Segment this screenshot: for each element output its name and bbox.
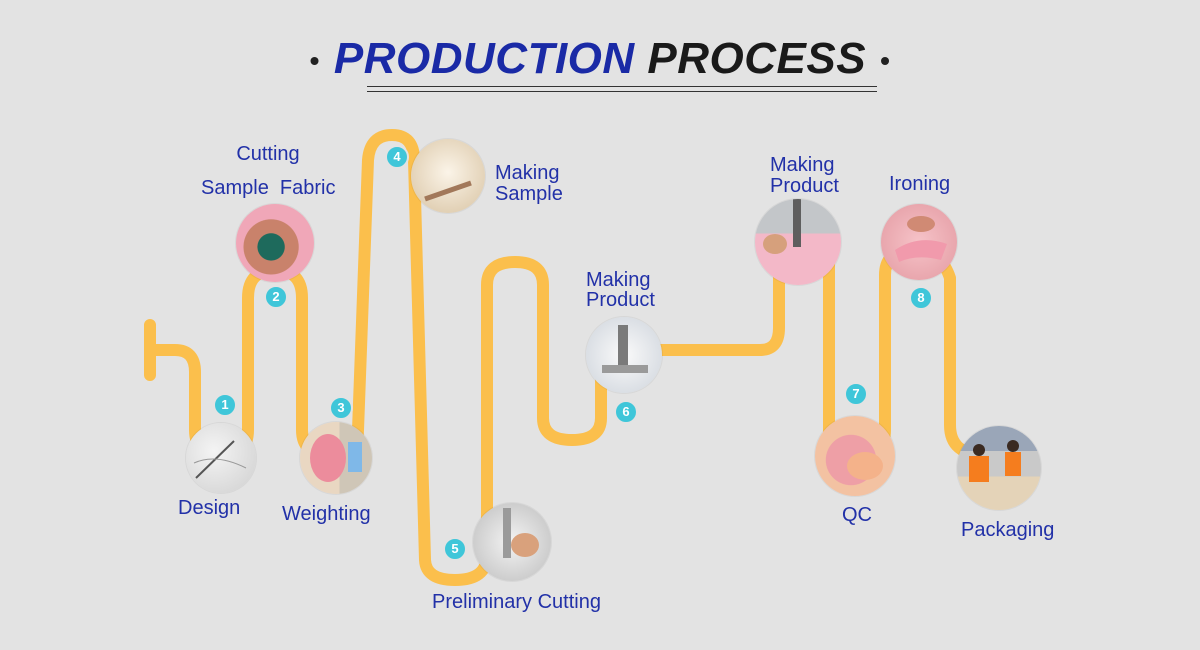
step-badge-1: 1	[213, 393, 237, 417]
label-design: Design	[178, 497, 241, 519]
title-word-process: PROCESS	[647, 34, 867, 83]
step-badge-6: 6	[614, 400, 638, 424]
label-weighting: Weighting	[282, 503, 371, 525]
making-product-photo	[755, 199, 841, 285]
step-badge-7: 7	[844, 382, 868, 406]
title-word-production: PRODUCTION	[333, 34, 635, 83]
step-badge-4: 4	[385, 145, 409, 169]
step-badge-8: 8	[909, 286, 933, 310]
title-bullet-left: •	[309, 45, 320, 77]
label-making-product-1-line2: Product	[586, 289, 655, 311]
preliminary-cutting-photo	[473, 503, 551, 581]
label-packaging: Packaging	[961, 519, 1055, 541]
cutting-sample-fabric-photo	[236, 204, 314, 282]
step-badge-3: 3	[329, 396, 353, 420]
label-making-sample-line1: Making	[495, 162, 560, 184]
sewing-machine-photo	[586, 317, 662, 393]
page-title: • PRODUCTION PROCESS •	[0, 34, 1200, 84]
making-sample-photo	[411, 139, 485, 213]
ironing-photo	[881, 204, 957, 280]
packaging-photo	[957, 426, 1041, 510]
weighting-photo	[300, 422, 372, 494]
label-making-product-2-line2: Product	[770, 175, 839, 197]
design-photo	[186, 423, 256, 493]
label-cutting: Cutting	[236, 143, 300, 165]
step-badge-2: 2	[264, 285, 288, 309]
title-bullet-right: •	[880, 45, 891, 77]
label-making-sample-line2: Sample	[495, 183, 563, 205]
title-underline	[367, 86, 877, 87]
step-badge-5: 5	[443, 537, 467, 561]
label-qc: QC	[842, 504, 872, 526]
title-underline-2	[367, 91, 877, 92]
label-making-product-1-line1: Making	[586, 269, 651, 291]
label-sample-fabric: Sample Fabric	[201, 177, 336, 199]
label-preliminary-cutting: Preliminary Cutting	[432, 591, 601, 613]
label-making-product-2-line1: Making	[770, 154, 835, 176]
qc-photo	[815, 416, 895, 496]
label-ironing: Ironing	[889, 173, 951, 195]
